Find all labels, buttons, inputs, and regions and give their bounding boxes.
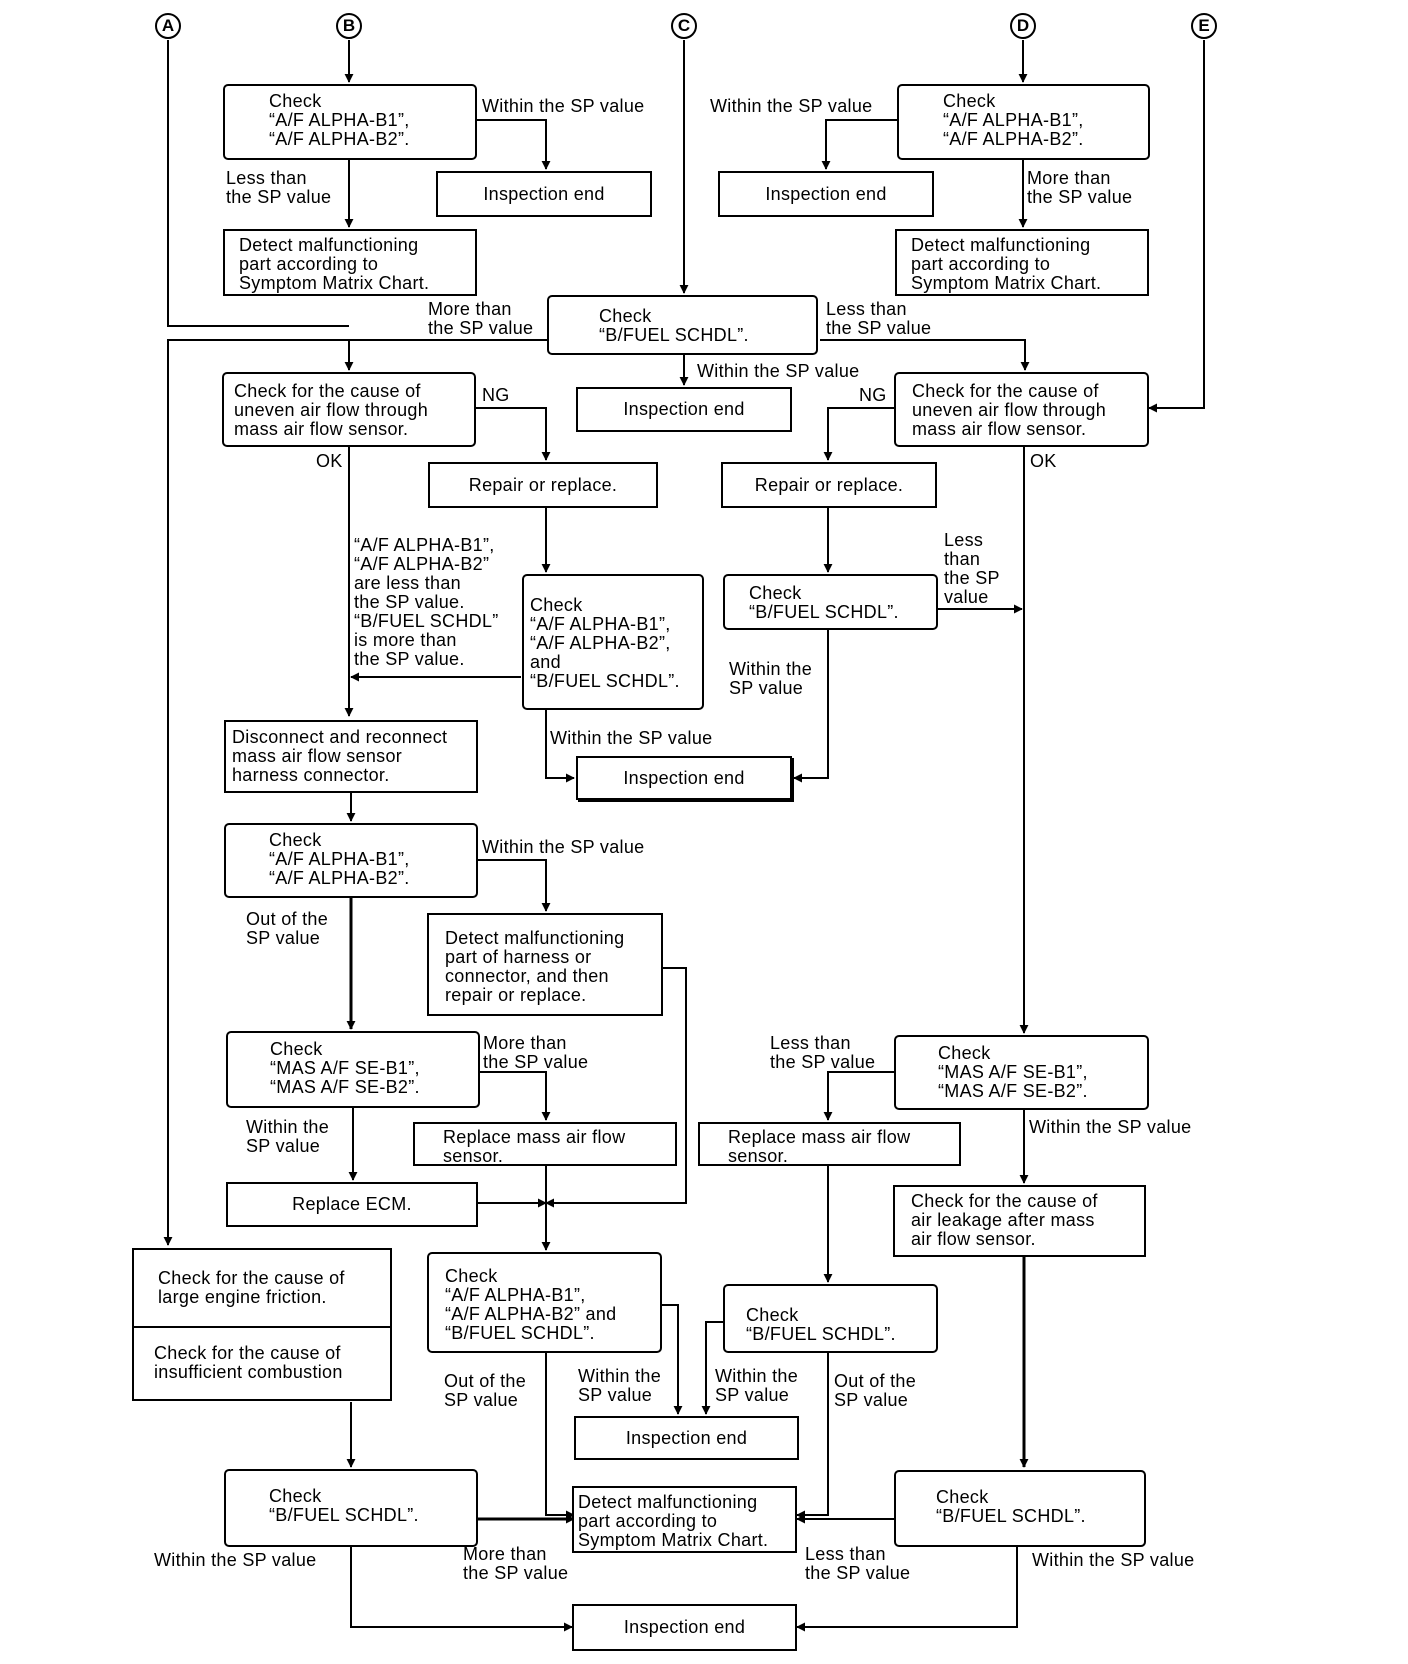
box-br-check-fuel: Check “B/FUEL SCHDL”.: [894, 1470, 1146, 1547]
label-l-ng: NG: [482, 385, 510, 405]
connector-c: C: [671, 13, 697, 39]
box-r-air-leak: Check for the cause of air leakage after…: [893, 1185, 1146, 1257]
label-br-less: Less than the SP value: [805, 1544, 911, 1583]
connector-a: A: [155, 13, 181, 39]
box-b-check-af: Check “A/F ALPHA-B1”, “A/F ALPHA-B2”.: [223, 84, 477, 160]
line-a: [167, 40, 349, 327]
line-rf2-within: [701, 1321, 725, 1415]
box-d-inspection-end: Inspection end: [718, 171, 934, 217]
box-d-check-af: Check “A/F ALPHA-B1”, “A/F ALPHA-B2”.: [897, 84, 1150, 160]
line-b-within: [476, 119, 551, 170]
line-m3-out: [545, 1353, 575, 1520]
box-r-replace-mafs: Replace mass air flow sensor.: [698, 1122, 961, 1166]
label-d-within: Within the SP value: [710, 96, 873, 116]
connector-d: D: [1010, 13, 1036, 39]
line-r-ng: [823, 407, 895, 461]
line-l-ng: [476, 407, 551, 461]
box-l-uneven: Check for the cause of uneven air flow t…: [222, 372, 476, 447]
box-r-check-fuel: Check “B/FUEL SCHDL”.: [723, 574, 938, 630]
label-m3-out: Out of the SP value: [444, 1371, 527, 1410]
label-l-ok: OK: [316, 451, 343, 471]
line-m3-within: [662, 1304, 683, 1415]
box-l-detect-harness: Detect malfunctioning part of harness or…: [427, 913, 663, 1016]
line-bl-within: [350, 1547, 573, 1632]
text-a-friction: Check for the cause of large engine fric…: [158, 1268, 345, 1307]
line-harness-to-join: [545, 967, 687, 1208]
label-d-more: More than the SP value: [1027, 168, 1133, 207]
label-m3-within: Within the SP value: [578, 1366, 662, 1405]
box-l-check-mas: Check “MAS A/F SE-B1”, “MAS A/F SE-B2”.: [226, 1031, 480, 1108]
label-br-within: Within the SP value: [1032, 1550, 1195, 1570]
label-r-ok: OK: [1030, 451, 1057, 471]
box-l-replace-ecm: Replace ECM.: [226, 1182, 478, 1227]
label-bl-within: Within the SP value: [154, 1550, 317, 1570]
box-l-disconnect: Disconnect and reconnect mass air flow s…: [224, 720, 478, 793]
line-br-within: [796, 1547, 1018, 1632]
box-r-check-mas: Check “MAS A/F SE-B1”, “MAS A/F SE-B2”.: [894, 1035, 1149, 1110]
line-rf2-out: [796, 1353, 829, 1520]
label-c-less: Less than the SP value: [826, 299, 932, 338]
text-a-combustion: Check for the cause of insufficient comb…: [154, 1343, 343, 1382]
label-af2-out: Out of the SP value: [246, 909, 329, 948]
box-d-detect-matrix: Detect malfunctioning part according to …: [895, 229, 1149, 296]
box-r-check-fuel2: Check “B/FUEL SCHDL”.: [723, 1284, 938, 1353]
label-rmas-within: Within the SP value: [1029, 1117, 1192, 1137]
label-l3-within: Within the SP value: [550, 728, 713, 748]
label-r-ng: NG: [859, 385, 887, 405]
box-r-repair: Repair or replace.: [721, 462, 937, 508]
label-r-less: Less than the SP value: [944, 530, 1000, 607]
line-d-within: [821, 119, 898, 170]
box-b-inspection-end: Inspection end: [436, 171, 652, 217]
label-rf2-within: Within the SP value: [715, 1366, 799, 1405]
box-bottom-inspection-end: Inspection end: [572, 1604, 797, 1651]
label-b-less: Less than the SP value: [226, 168, 332, 207]
line-c-more: [163, 339, 548, 1246]
line-e: [1148, 40, 1205, 413]
label-lmas-more: More than the SP value: [483, 1033, 589, 1072]
box-c-inspection-end: Inspection end: [576, 387, 792, 432]
line-l3-within: [545, 710, 575, 783]
box-l-check-af2: Check “A/F ALPHA-B1”, “A/F ALPHA-B2”.: [224, 823, 478, 898]
line-lmas-more: [480, 1071, 551, 1121]
label-r-within-the: Within the SP value: [729, 659, 813, 698]
box-l-check-three: Check “A/F ALPHA-B1”, “A/F ALPHA-B2”, an…: [522, 574, 704, 710]
label-af2-within: Within the SP value: [482, 837, 645, 857]
label-rmas-less: Less than the SP value: [770, 1033, 876, 1072]
label-b-within: Within the SP value: [482, 96, 645, 116]
label-c-within: Within the SP value: [697, 361, 860, 381]
line-rmas-less: [823, 1071, 895, 1121]
box-c-check-fuel: Check “B/FUEL SCHDL”.: [547, 295, 818, 355]
label-lmas-within: Within the SP value: [246, 1117, 330, 1156]
connector-b: B: [336, 13, 362, 39]
label-l-condition: “A/F ALPHA-B1”, “A/F ALPHA-B2” are less …: [354, 535, 499, 669]
line-af2-within: [478, 859, 551, 912]
divider: [134, 1326, 390, 1328]
box-l-repair: Repair or replace.: [428, 462, 658, 508]
line-rf-within: [793, 630, 829, 783]
box-bm-detect-matrix: Detect malfunctioning part according to …: [572, 1486, 797, 1553]
box-r-uneven: Check for the cause of uneven air flow t…: [894, 372, 1149, 447]
box-b-detect-matrix: Detect malfunctioning part according to …: [223, 229, 477, 296]
box-m-check-three: Check “A/F ALPHA-B1”, “A/F ALPHA-B2” and…: [427, 1252, 662, 1353]
box-low-inspection-end: Inspection end: [574, 1416, 799, 1460]
box-mid-inspection-end: Inspection end: [576, 756, 792, 800]
label-c-more: More than the SP value: [428, 299, 534, 338]
label-bl-more: More than the SP value: [463, 1544, 569, 1583]
label-rf2-out: Out of the SP value: [834, 1371, 917, 1410]
box-l-replace-mafs: Replace mass air flow sensor.: [413, 1122, 677, 1166]
line-c-less: [820, 339, 1030, 371]
connector-e: E: [1191, 13, 1217, 39]
box-bl-check-fuel: Check “B/FUEL SCHDL”.: [224, 1469, 478, 1547]
box-a-friction-combustion: Check for the cause of large engine fric…: [132, 1248, 392, 1401]
